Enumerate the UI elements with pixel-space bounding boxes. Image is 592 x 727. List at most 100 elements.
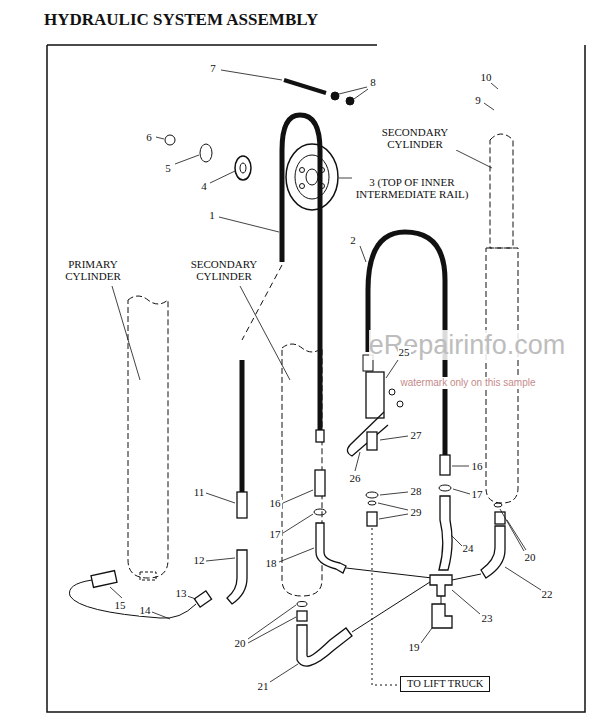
drawing-stroke [441, 596, 442, 604]
drawing-stroke [295, 155, 329, 199]
fitting [440, 455, 450, 475]
callout-number: 17 [269, 528, 282, 540]
drawing-stroke [240, 163, 246, 173]
bracket [366, 372, 384, 418]
drawing-stroke [386, 360, 398, 378]
callout-number: 20 [234, 637, 247, 649]
drawing-stroke [452, 590, 480, 614]
drawing-stroke [452, 574, 481, 580]
callout-number: 27 [410, 429, 423, 441]
callout-number: 20 [524, 551, 537, 563]
callout-number: 2 [349, 234, 357, 246]
box-text: TO LIFT TRUCK [407, 678, 483, 689]
callout-number: 11 [193, 486, 206, 498]
drawing-stroke [378, 503, 408, 510]
part-name: SECONDARY CYLINDER [179, 258, 269, 282]
nut [346, 97, 354, 105]
drawing-stroke [206, 558, 235, 561]
tee [430, 575, 452, 596]
elbow [297, 625, 352, 666]
fitting [194, 591, 211, 607]
drawing-stroke [380, 436, 408, 440]
drawing-stroke [300, 168, 305, 173]
drawing-stroke [360, 246, 366, 262]
drawing-stroke [110, 587, 122, 598]
part-name: PRIMARY CYLINDER [53, 258, 133, 282]
drawing-stroke [354, 89, 368, 99]
part-name: 3 (TOP OF INNER INTERMEDIATE RAIL) [352, 176, 472, 200]
drawing-stroke [152, 612, 170, 619]
callout-number: 26 [349, 472, 362, 484]
drawing-stroke [484, 103, 494, 110]
drawing-stroke [421, 628, 432, 643]
callout-number: 14 [139, 604, 152, 616]
fitting [495, 512, 505, 524]
drawing-stroke [453, 489, 470, 494]
part-name: SECONDARY CYLINDER [370, 126, 460, 150]
drawing-stroke [240, 286, 290, 380]
drawing-stroke [270, 664, 298, 682]
drawing-stroke [380, 492, 408, 495]
callout-number: 8 [369, 76, 377, 88]
watermark: watermark only on this sample [400, 377, 535, 389]
drawing-stroke [248, 605, 296, 639]
drawing-stroke [206, 493, 235, 503]
drawing-stroke [368, 501, 376, 505]
callout-number: 10 [480, 71, 493, 83]
destination-box: TO LIFT TRUCK [400, 676, 490, 692]
callout-number: 23 [481, 612, 494, 624]
drawing-stroke [500, 509, 524, 551]
drawing-stroke [300, 184, 305, 189]
drawing-stroke [187, 596, 196, 599]
callout-number: 16 [471, 460, 484, 472]
drawing-stroke [283, 490, 313, 503]
o-ring [494, 503, 502, 507]
fitting [316, 430, 324, 442]
o-ring [366, 492, 378, 498]
o-ring [297, 602, 307, 607]
rod [284, 80, 326, 93]
hose [69, 580, 196, 618]
drawing-stroke [306, 169, 318, 185]
drawing-stroke [346, 568, 432, 578]
callout-number: 13 [175, 587, 188, 599]
leader-lines [110, 70, 541, 682]
callout-number: 6 [145, 131, 153, 143]
drawing-stroke [491, 83, 498, 89]
drawing-stroke [283, 514, 313, 533]
drawing-stroke [451, 535, 462, 546]
elbow [227, 550, 247, 604]
washer [314, 509, 326, 515]
drawing-stroke [505, 567, 541, 590]
drawing-stroke [219, 217, 279, 232]
drawing-stroke [372, 528, 400, 685]
fitting [237, 492, 247, 518]
drawing-stroke [156, 137, 164, 139]
frame [47, 45, 585, 712]
callout-number: 12 [193, 554, 206, 566]
elbow [316, 523, 346, 573]
callout-number: 1 [208, 209, 216, 221]
callout-number: 4 [200, 180, 208, 192]
fitting [367, 432, 377, 450]
callout-number: 29 [410, 506, 423, 518]
drawing-stroke [221, 70, 282, 80]
hose [282, 115, 320, 430]
drawing-stroke [379, 514, 408, 519]
tube [439, 496, 452, 570]
drawing-stroke [210, 171, 235, 183]
sheave [286, 144, 338, 210]
hose [240, 360, 245, 492]
bearing [235, 156, 251, 180]
primary-cylinder [128, 296, 168, 578]
secondary-cylinder [486, 134, 518, 503]
drawing-stroke [397, 401, 403, 407]
callout-number: 15 [114, 599, 127, 611]
snap-ring [200, 144, 212, 162]
callout-number: 24 [462, 542, 475, 554]
fitting [297, 611, 307, 621]
fitting [315, 470, 325, 496]
callout-number: 9 [474, 94, 482, 106]
fitting [91, 571, 117, 588]
